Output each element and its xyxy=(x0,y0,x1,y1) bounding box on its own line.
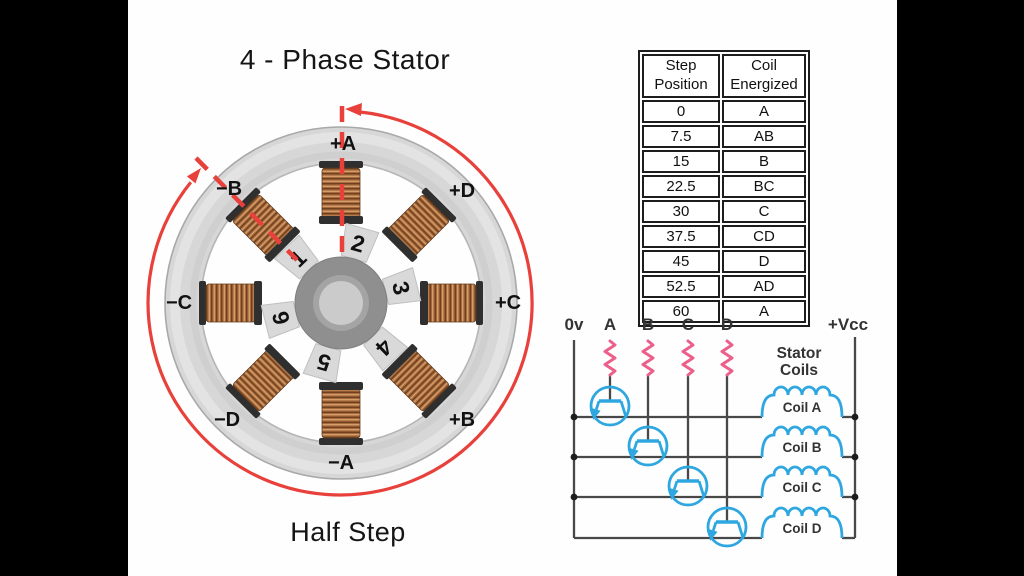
input-label: B xyxy=(642,315,654,334)
coil-cell: AD xyxy=(722,275,806,298)
coil-cell: D xyxy=(722,250,806,273)
circuit-wires xyxy=(572,337,857,540)
coil-cell: A xyxy=(722,100,806,123)
pole-label: −C xyxy=(166,292,192,314)
ground-rail-label: 0v xyxy=(565,315,584,334)
step-cell: 45 xyxy=(642,250,720,273)
page-title: 4 - Phase Stator xyxy=(239,44,451,75)
rotor-tooth-number: 3 xyxy=(387,279,415,298)
alignment-dashed-lines xyxy=(194,106,345,262)
step-cell: 52.5 xyxy=(642,275,720,298)
pole-labels: +A −B +D −C +C −D +B −A xyxy=(166,133,521,474)
step-cell: 22.5 xyxy=(642,175,720,198)
step-cell: 37.5 xyxy=(642,225,720,248)
driver-circuit: 0v A B C D +Vcc Stator Coils Coil A Coil… xyxy=(565,315,868,548)
pole-label: +D xyxy=(449,180,475,202)
resistor-symbol xyxy=(720,339,734,377)
pole-label: −D xyxy=(214,409,240,431)
arrow-head-icon xyxy=(345,103,362,116)
coil-cell: C xyxy=(722,200,806,223)
step-cell: 30 xyxy=(642,200,720,223)
table-header-row: Step Position Coil Energized xyxy=(642,54,806,98)
pole-label: −A xyxy=(328,452,354,474)
coil-label: Coil B xyxy=(783,440,822,455)
coil-cell: CD xyxy=(722,225,806,248)
rotor: 1 2 3 4 5 6 xyxy=(260,222,422,384)
resistor-symbol xyxy=(603,339,617,377)
coil-label: Coil D xyxy=(783,521,822,536)
rotor-tooth-number: 6 xyxy=(267,309,295,328)
drive-transistors xyxy=(589,385,748,548)
step-cell: 60 xyxy=(642,300,720,323)
step-position-header: Step Position xyxy=(642,54,720,98)
input-label: D xyxy=(721,315,733,334)
rotation-direction-arc xyxy=(146,103,534,497)
arrow-head-icon xyxy=(186,168,201,184)
coil-cell: A xyxy=(722,300,806,323)
resistor-symbol xyxy=(641,339,655,377)
input-label: C xyxy=(682,315,694,334)
supply-rail-label: +Vcc xyxy=(828,315,868,334)
resistor-symbol xyxy=(681,339,695,377)
section-label: Stator xyxy=(777,345,822,362)
pole-label: −B xyxy=(216,178,242,200)
rotor-shaft-hole xyxy=(319,281,363,325)
base-resistors xyxy=(603,339,734,377)
coil-cell: B xyxy=(722,150,806,173)
step-cell: 0 xyxy=(642,100,720,123)
coil-cell: AB xyxy=(722,125,806,148)
step-mode-label: Half Step xyxy=(290,517,406,547)
coil-label: Coil C xyxy=(783,480,822,495)
coil-label: Coil A xyxy=(783,400,822,415)
input-label: A xyxy=(604,315,616,334)
step-cell: 15 xyxy=(642,150,720,173)
pole-label: +C xyxy=(495,292,521,314)
pole-label: +A xyxy=(330,133,356,155)
junction-dots xyxy=(570,413,859,501)
coil-cell: BC xyxy=(722,175,806,198)
coil-energized-header: Coil Energized xyxy=(722,54,806,98)
pole-label: +B xyxy=(449,409,475,431)
section-label: Coils xyxy=(780,362,818,379)
step-cell: 7.5 xyxy=(642,125,720,148)
